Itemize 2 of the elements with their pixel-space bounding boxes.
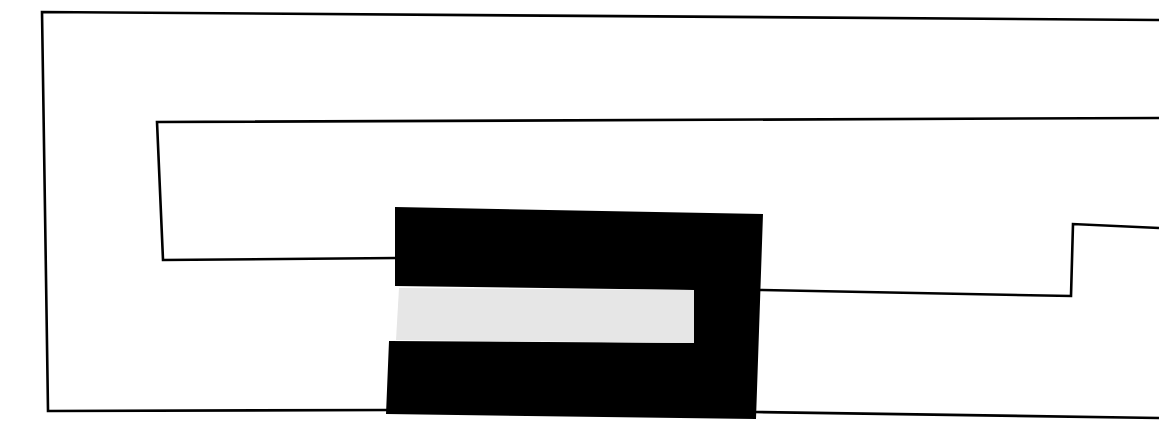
frame-block xyxy=(386,207,763,419)
slot-bar xyxy=(396,288,694,343)
